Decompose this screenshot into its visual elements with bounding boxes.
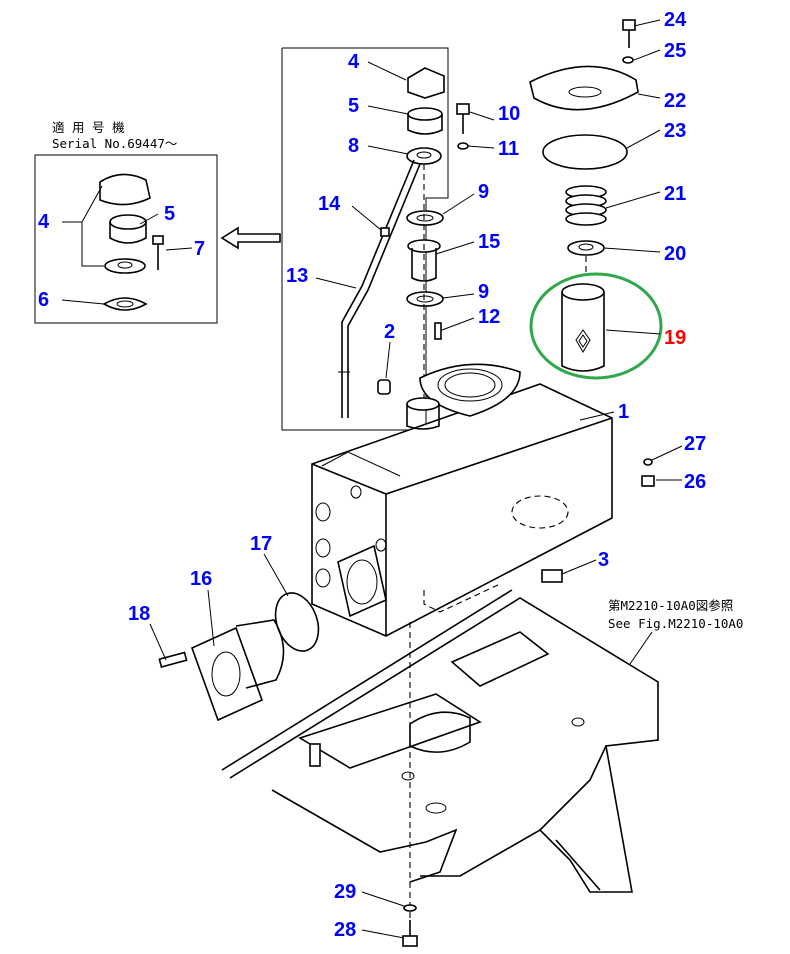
callout-23: 23 bbox=[664, 120, 686, 142]
callout-17: 17 bbox=[250, 533, 272, 555]
callout-5-inset: 5 bbox=[164, 203, 175, 225]
strainer-flange bbox=[190, 626, 264, 722]
bolt-10 bbox=[456, 103, 470, 115]
filter-stack bbox=[529, 19, 663, 380]
callout-27: 27 bbox=[684, 433, 706, 455]
inset-flange bbox=[104, 258, 146, 274]
callout-9-lower: 9 bbox=[478, 281, 489, 303]
gasket-upper bbox=[406, 210, 444, 226]
leader-lines bbox=[149, 19, 683, 939]
inset-strainer bbox=[109, 214, 147, 230]
callout-4-inset: 4 bbox=[38, 211, 50, 233]
inset-arrow bbox=[220, 226, 281, 250]
highlight-ring bbox=[529, 272, 663, 380]
ref-note-jp: 第M2210-10A0図参照 bbox=[608, 598, 733, 613]
filler-detail-frame bbox=[281, 47, 449, 431]
filter-element bbox=[561, 292, 605, 372]
hydraulic-tank bbox=[311, 363, 655, 637]
callout-20: 20 bbox=[664, 243, 686, 265]
bolt-24 bbox=[622, 19, 636, 31]
callout-26: 26 bbox=[684, 471, 706, 493]
bolt-28 bbox=[402, 935, 418, 947]
inset-bolt-head bbox=[152, 235, 164, 245]
level-pipe bbox=[341, 159, 415, 418]
filler-strainer bbox=[407, 107, 443, 121]
callout-19: 19 bbox=[664, 327, 686, 349]
washer-27 bbox=[643, 458, 653, 466]
bolt-18 bbox=[158, 651, 188, 668]
inset-cap bbox=[99, 173, 151, 206]
filler-neck bbox=[406, 397, 440, 411]
washer-25 bbox=[622, 56, 634, 64]
callout-labels: 24 25 22 23 21 20 19 1 27 26 3 4 5 8 10 … bbox=[38, 9, 706, 941]
pin-12 bbox=[434, 322, 442, 340]
callout-28: 28 bbox=[334, 919, 356, 941]
callout-5-detail: 5 bbox=[348, 95, 359, 117]
pipe-clip bbox=[380, 227, 390, 237]
callout-22: 22 bbox=[664, 90, 686, 112]
filler-cap bbox=[407, 67, 445, 99]
callout-14: 14 bbox=[318, 193, 341, 215]
callout-8: 8 bbox=[348, 135, 359, 157]
callout-18: 18 bbox=[128, 603, 150, 625]
callout-7: 7 bbox=[194, 238, 205, 260]
callout-9-upper: 9 bbox=[478, 181, 489, 203]
washer-29 bbox=[403, 904, 417, 912]
suction-opening bbox=[337, 544, 387, 618]
callout-24: 24 bbox=[664, 9, 687, 31]
inset-frame bbox=[34, 154, 218, 324]
callout-12: 12 bbox=[478, 306, 500, 328]
inset-gasket bbox=[102, 297, 148, 311]
callout-3: 3 bbox=[598, 549, 609, 571]
filter-element-top bbox=[561, 283, 605, 301]
callout-15: 15 bbox=[478, 231, 500, 253]
callout-1: 1 bbox=[618, 401, 629, 423]
filler-detail bbox=[281, 47, 470, 431]
inset-title: 適 用 号 機 bbox=[52, 120, 125, 135]
tank-body bbox=[311, 383, 613, 637]
suction-assembly bbox=[158, 592, 320, 722]
callout-25: 25 bbox=[664, 40, 686, 62]
breather bbox=[377, 379, 391, 395]
gasket-lower bbox=[406, 291, 444, 307]
drain-plug bbox=[541, 569, 563, 583]
callout-2: 2 bbox=[384, 321, 395, 343]
callout-4-detail: 4 bbox=[348, 51, 360, 73]
filter-cover bbox=[529, 65, 639, 111]
callout-13: 13 bbox=[286, 265, 308, 287]
callout-10: 10 bbox=[498, 103, 520, 125]
inset-panel: 適 用 号 機 Serial No.69447〜 bbox=[34, 120, 218, 324]
strainer-16 bbox=[235, 619, 285, 689]
spring-21 bbox=[565, 185, 607, 226]
callout-16: 16 bbox=[190, 568, 212, 590]
callout-11: 11 bbox=[498, 138, 519, 160]
callout-29: 29 bbox=[334, 881, 356, 903]
ref-note-en: See Fig.M2210-10A0 bbox=[608, 616, 743, 631]
valve-20 bbox=[567, 240, 605, 256]
frame-stud bbox=[309, 743, 321, 767]
inset-serial: Serial No.69447〜 bbox=[52, 136, 177, 151]
callout-6: 6 bbox=[38, 289, 49, 311]
bolt-26 bbox=[641, 475, 655, 487]
callout-21: 21 bbox=[664, 183, 686, 205]
washer-11 bbox=[457, 142, 469, 150]
o-ring-23 bbox=[542, 134, 628, 170]
revolving-frame bbox=[221, 589, 659, 947]
filler-flange bbox=[406, 147, 442, 165]
